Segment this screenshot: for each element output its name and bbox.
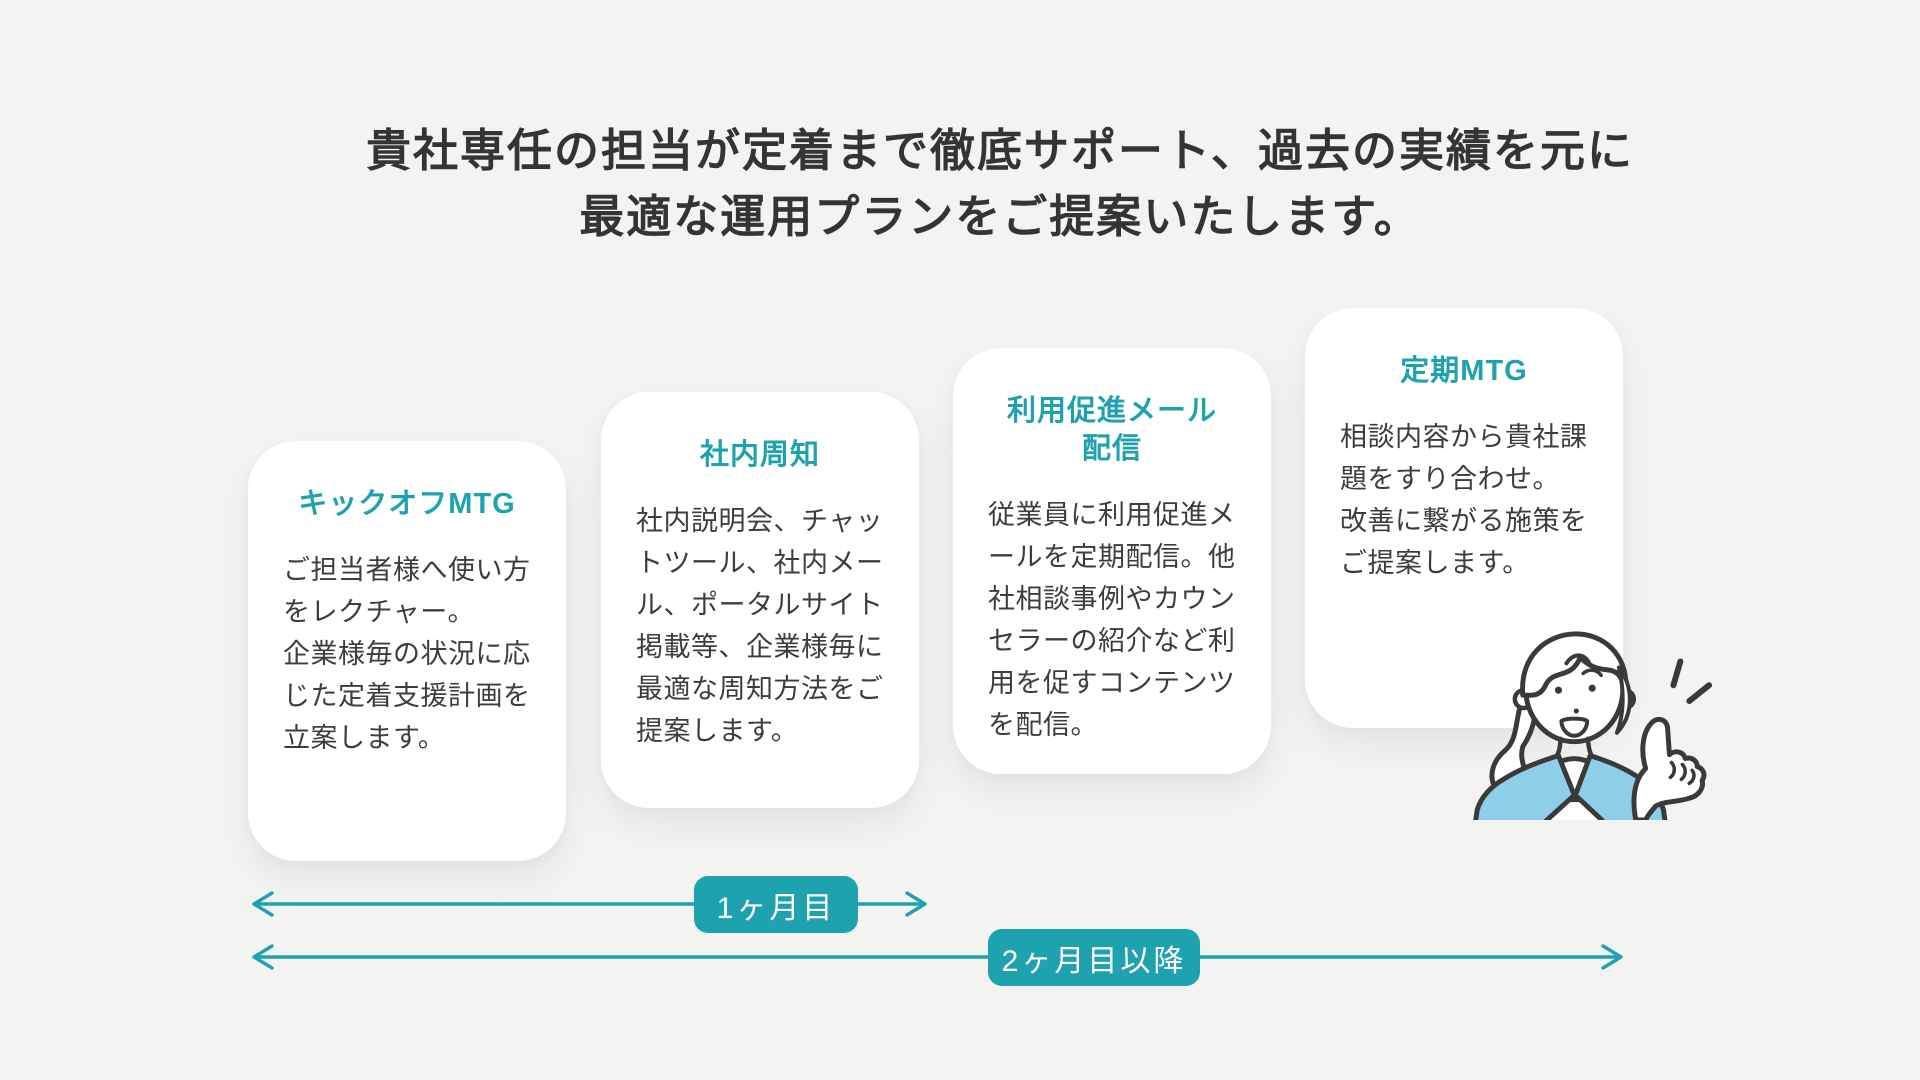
card-regular-mtg-title: 定期MTG	[1400, 355, 1528, 387]
woman-pointing-illustration	[1473, 631, 1713, 820]
pointing-hand	[1631, 716, 1707, 820]
card-internal-announcement-title: 社内周知	[699, 439, 820, 471]
timeline-label-month2plus: 2ヶ月目以降	[988, 929, 1200, 986]
card-regular-mtg: 定期MTG 相談内容から貴社課題をすり合わせ。 改善に繋がる施策をご提案します。	[1305, 308, 1623, 728]
jacket-left	[1473, 753, 1577, 820]
side-lock	[1614, 665, 1632, 735]
card-promotion-mail-title: 利用促進メール 配信	[1006, 395, 1217, 465]
card-internal-announcement-body: 社内説明会、チャットツール、社内メール、ポータルサイト掲載等、企業様毎に最適な周…	[636, 506, 884, 746]
card-kickoff-mtg-body: ご担当者様へ使い方をレクチャー。 企業様毎の状況に応じた定着支援計画を立案します…	[283, 555, 531, 753]
timeline-label-month1: 1ヶ月目	[694, 876, 858, 933]
timeline-label-month1-text: 1ヶ月目	[716, 891, 836, 925]
hair	[1520, 631, 1629, 698]
card-internal-announcement: 社内周知 社内説明会、チャットツール、社内メール、ポータルサイト掲載等、企業様毎…	[601, 392, 919, 808]
card-promotion-mail: 利用促進メール 配信 従業員に利用促進メールを定期配信。他社相談事例やカウンセラ…	[953, 348, 1271, 774]
card-kickoff-mtg-title: キックオフMTG	[298, 488, 516, 520]
card-promotion-mail-body: 従業員に利用促進メールを定期配信。他社相談事例やカウンセラーの紹介など利用を促す…	[988, 500, 1236, 740]
page-title-line1: 貴社専任の担当が定着まで徹底サポート、過去の実績を元に	[365, 125, 1635, 176]
timeline-label-month2plus-text: 2ヶ月目以降	[1001, 944, 1187, 978]
page-title-line2: 最適な運用プランをご提案いたします。	[579, 191, 1421, 242]
mouth	[1559, 716, 1590, 738]
timeline-arrow-month2plus	[252, 944, 1623, 970]
page-title: 貴社専任の担当が定着まで徹底サポート、過去の実績を元に 最適な運用プランをご提案…	[0, 118, 1920, 250]
emphasis-marks	[1670, 658, 1713, 705]
card-kickoff-mtg: キックオフMTG ご担当者様へ使い方をレクチャー。 企業様毎の状況に応じた定着支…	[248, 441, 566, 861]
card-regular-mtg-body: 相談内容から貴社課題をすり合わせ。 改善に繋がる施策をご提案します。	[1340, 422, 1588, 578]
